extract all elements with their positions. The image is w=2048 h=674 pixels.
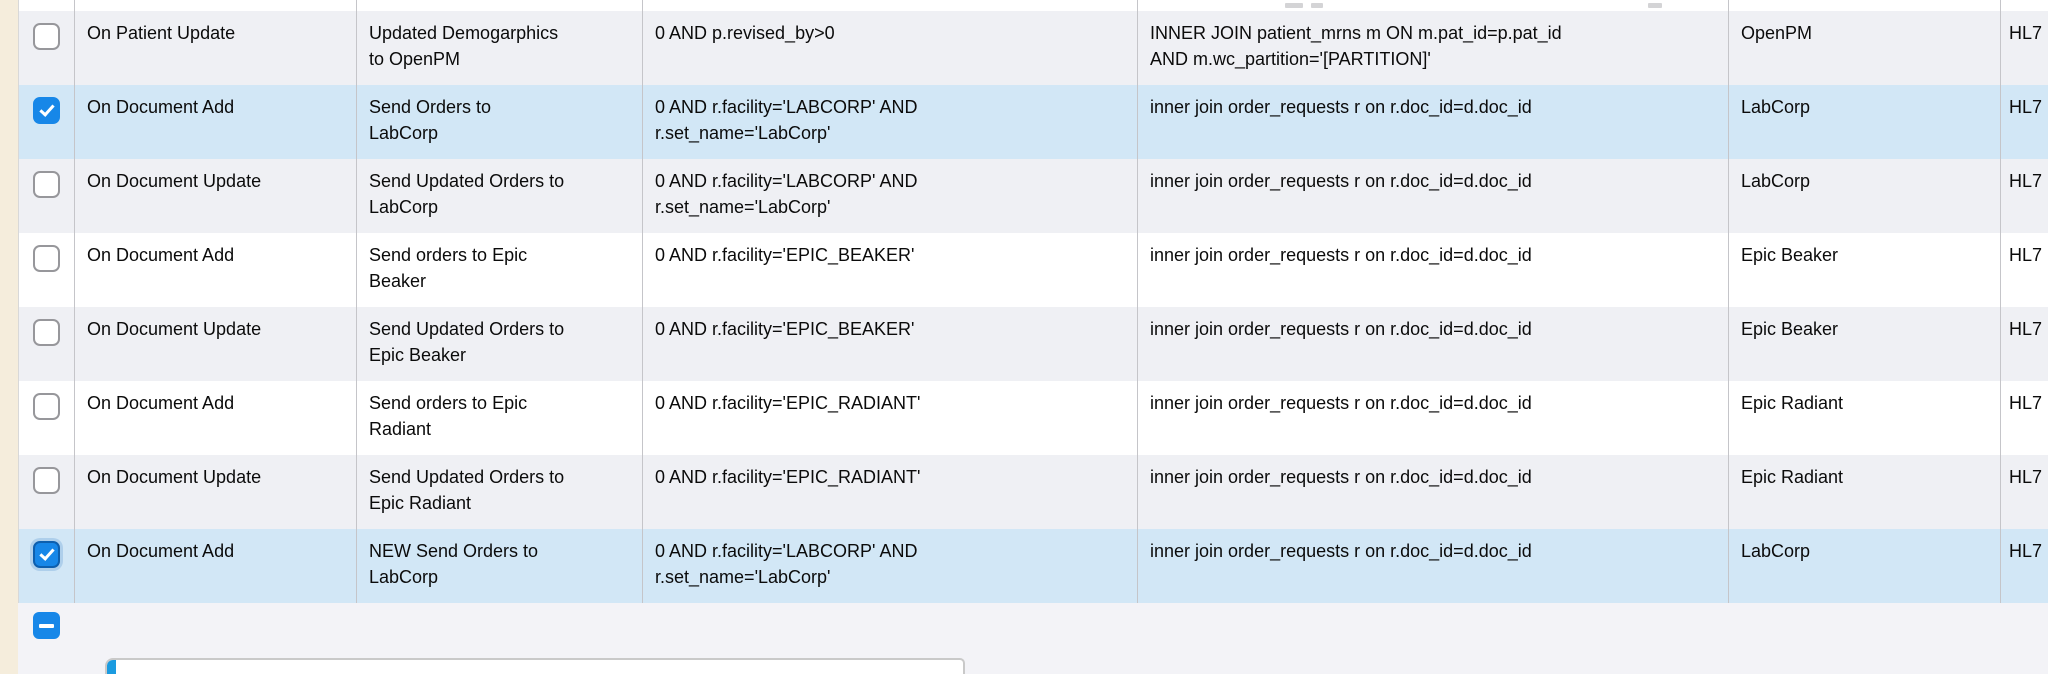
cell-destination: OpenPM xyxy=(1728,11,2000,85)
cell-trigger: On Document Add xyxy=(74,85,356,159)
cell-description: Send Updated Orders to LabCorp xyxy=(356,159,642,233)
cell-condition: 0 AND p.revised_by>0 xyxy=(642,11,1137,85)
checkmark-icon xyxy=(39,545,55,561)
table-row[interactable]: On Document Update Send Updated Orders t… xyxy=(19,307,2048,381)
cell-condition: 0 AND r.facility='LABCORP' AND r.set_nam… xyxy=(642,85,1137,159)
row-checkbox-cell xyxy=(19,381,74,455)
cell-format: HL7 xyxy=(2000,11,2048,85)
table-row[interactable]: On Document Add Send Orders to LabCorp 0… xyxy=(19,85,2048,159)
row-checkbox-cell xyxy=(19,233,74,307)
cell-join: inner join order_requests r on r.doc_id=… xyxy=(1137,159,1728,233)
cell-destination: Epic Beaker xyxy=(1728,233,2000,307)
row-checkbox[interactable] xyxy=(33,23,60,50)
row-checkbox[interactable] xyxy=(33,171,60,198)
table-row[interactable]: On Document Update Send Updated Orders t… xyxy=(19,455,2048,529)
cell-destination: LabCorp xyxy=(1728,159,2000,233)
cell-trigger: On Document Update xyxy=(74,307,356,381)
cell-trigger: On Patient Update xyxy=(74,11,356,85)
cell-format: HL7 xyxy=(2000,307,2048,381)
clipped-text-fragment xyxy=(1648,3,1662,8)
cell-format: HL7 xyxy=(2000,455,2048,529)
row-checkbox-cell xyxy=(19,159,74,233)
cell-trigger: On Document Add xyxy=(74,381,356,455)
table-row[interactable]: On Patient Update Updated Demogarphics t… xyxy=(19,11,2048,85)
row-checkbox[interactable] xyxy=(33,541,60,568)
cell-condition: 0 AND r.facility='LABCORP' AND r.set_nam… xyxy=(642,529,1137,603)
cell-join: inner join order_requests r on r.doc_id=… xyxy=(1137,307,1728,381)
clipped-text-fragment xyxy=(1285,3,1303,8)
cell-condition: 0 AND r.facility='EPIC_BEAKER' xyxy=(642,233,1137,307)
cell-join: inner join order_requests r on r.doc_id=… xyxy=(1137,381,1728,455)
cell-description: Updated Demogarphics to OpenPM xyxy=(356,11,642,85)
cell-trigger: On Document Add xyxy=(74,529,356,603)
row-checkbox[interactable] xyxy=(33,97,60,124)
clipped-row-above xyxy=(19,0,2048,11)
cell-condition: 0 AND r.facility='EPIC_RADIANT' xyxy=(642,455,1137,529)
cell-destination: Epic Beaker xyxy=(1728,307,2000,381)
table-row[interactable]: On Document Add NEW Send Orders to LabCo… xyxy=(19,529,2048,603)
cell-format: HL7 xyxy=(2000,233,2048,307)
cell-destination: Epic Radiant xyxy=(1728,381,2000,455)
row-checkbox-cell xyxy=(19,85,74,159)
cell-description: NEW Send Orders to LabCorp xyxy=(356,529,642,603)
detail-panel-clipped xyxy=(105,658,965,674)
cell-format: HL7 xyxy=(2000,159,2048,233)
cell-trigger: On Document Update xyxy=(74,159,356,233)
cell-destination: Epic Radiant xyxy=(1728,455,2000,529)
cell-join: inner join order_requests r on r.doc_id=… xyxy=(1137,529,1728,603)
row-checkbox[interactable] xyxy=(33,245,60,272)
table-row[interactable]: On Document Add Send orders to Epic Radi… xyxy=(19,381,2048,455)
collapse-section-button[interactable] xyxy=(33,612,60,639)
row-checkbox[interactable] xyxy=(33,467,60,494)
cell-format: HL7 xyxy=(2000,85,2048,159)
checkmark-icon xyxy=(39,101,55,117)
cell-description: Send Updated Orders to Epic Beaker xyxy=(356,307,642,381)
cell-condition: 0 AND r.facility='EPIC_RADIANT' xyxy=(642,381,1137,455)
cell-format: HL7 xyxy=(2000,381,2048,455)
row-checkbox[interactable] xyxy=(33,393,60,420)
minus-icon xyxy=(39,623,54,628)
cell-join: inner join order_requests r on r.doc_id=… xyxy=(1137,85,1728,159)
row-checkbox-cell xyxy=(19,11,74,85)
cell-destination: LabCorp xyxy=(1728,85,2000,159)
row-checkbox-cell xyxy=(19,529,74,603)
row-checkbox-cell xyxy=(19,455,74,529)
cell-trigger: On Document Add xyxy=(74,233,356,307)
triggers-table: On Patient Update Updated Demogarphics t… xyxy=(18,0,2048,603)
cell-trigger: On Document Update xyxy=(74,455,356,529)
row-checkbox-cell xyxy=(19,307,74,381)
rows-host: On Patient Update Updated Demogarphics t… xyxy=(19,11,2048,603)
cell-join: inner join order_requests r on r.doc_id=… xyxy=(1137,455,1728,529)
cell-condition: 0 AND r.facility='LABCORP' AND r.set_nam… xyxy=(642,159,1137,233)
cell-destination: LabCorp xyxy=(1728,529,2000,603)
table-row[interactable]: On Document Add Send orders to Epic Beak… xyxy=(19,233,2048,307)
row-checkbox[interactable] xyxy=(33,319,60,346)
cell-join: inner join order_requests r on r.doc_id=… xyxy=(1137,233,1728,307)
page-left-margin xyxy=(0,0,18,674)
cell-description: Send orders to Epic Beaker xyxy=(356,233,642,307)
cell-join: INNER JOIN patient_mrns m ON m.pat_id=p.… xyxy=(1137,11,1728,85)
cell-format: HL7 xyxy=(2000,529,2048,603)
cell-description: Send orders to Epic Radiant xyxy=(356,381,642,455)
cell-description: Send Orders to LabCorp xyxy=(356,85,642,159)
cell-condition: 0 AND r.facility='EPIC_BEAKER' xyxy=(642,307,1137,381)
cell-description: Send Updated Orders to Epic Radiant xyxy=(356,455,642,529)
table-row[interactable]: On Document Update Send Updated Orders t… xyxy=(19,159,2048,233)
clipped-text-fragment xyxy=(1311,3,1323,8)
panel-accent-bar xyxy=(107,660,116,674)
